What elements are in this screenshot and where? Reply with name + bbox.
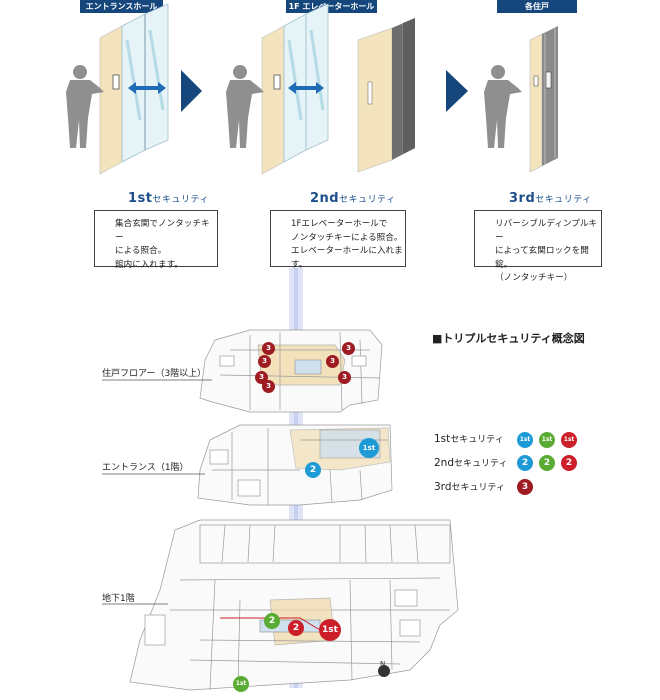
description-2nd-security: 1Fエレベーターホールで ノンタッチキーによる照合。 エレベーターホールに入れま… [270, 210, 406, 270]
security-badge-2nd-blue: 2 [305, 462, 321, 478]
security-badge-3rd: 3 [326, 355, 339, 368]
double-arrow-icon [128, 82, 166, 94]
legend-badge-2nd-red: 2 [561, 455, 577, 471]
card-reader-panel [112, 74, 120, 90]
person-silhouette-1 [66, 65, 104, 148]
floor-label-residential: 住戸フロアー（3階以上） [102, 369, 207, 379]
security-title-2nd: 2ndセキュリティ [310, 191, 396, 206]
person-silhouette-3 [484, 65, 522, 148]
security-title-1st: 1stセキュリティ [128, 191, 209, 206]
svg-text:N: N [380, 660, 385, 668]
security-badge-3rd: 3 [258, 355, 271, 368]
security-badge-1st-blue: 1st [359, 438, 379, 458]
security-badge-3rd: 3 [338, 371, 351, 384]
description-3rd-security: リバーシブルディンプルキー によって玄関ロックを開錠。 （ノンタッチキー） [474, 210, 602, 283]
security-badge-3rd: 3 [262, 342, 275, 355]
floor-stack-diagram: N [102, 268, 459, 691]
stage-3-illustration [484, 26, 558, 173]
legend-badge-1st-red: 1st [561, 432, 577, 448]
legend-badge-2nd-green: 2 [539, 455, 555, 471]
elevator-hall-wall [357, 27, 393, 173]
security-stages-illustration [66, 3, 558, 175]
security-badge-1st-green: 1st [233, 676, 249, 692]
double-arrow-icon [288, 82, 324, 94]
floor-label-basement: 地下1階 [102, 594, 135, 604]
legend-badge-3rd: 3 [517, 479, 533, 495]
basement-security-path [220, 617, 321, 631]
stage-header-entrance-hall: エントランスホール [80, 0, 163, 13]
legend-badge-2nd-blue: 2 [517, 455, 533, 471]
entrance-wall [99, 25, 123, 175]
stage-header-elevator-hall: 1F エレベーターホール [286, 0, 377, 13]
description-1st-security: 集合玄関でノンタッチキー による照合。 館内に入れます。 [94, 210, 218, 270]
stage-header-unit: 各住戸 [497, 0, 577, 13]
legend-row-1st: 1stセキュリティ [434, 433, 504, 445]
elevator-door [403, 18, 415, 154]
security-badge-3rd: 3 [342, 342, 355, 355]
legend-badge-1st-green: 1st [539, 432, 555, 448]
stage-1-illustration [66, 3, 169, 175]
unit-door [542, 26, 558, 166]
next-stage-arrow-icon [181, 70, 202, 112]
residential-floor-plan [199, 329, 383, 413]
security-badge-1st-red: 1st [319, 619, 341, 641]
entrance-floor-plan [197, 424, 393, 506]
stage-2-illustration [226, 3, 415, 175]
security-title-3rd: 3rdセキュリティ [509, 191, 592, 206]
legend-row-2nd: 2ndセキュリティ [434, 457, 508, 469]
basement-floor-plan [129, 519, 459, 691]
unit-wall [529, 33, 543, 173]
security-badge-3rd: 3 [262, 380, 275, 393]
floor-label-entrance: エントランス（1階） [102, 463, 189, 473]
diagram-title: ■トリプルセキュリティ概念図 [432, 332, 585, 345]
person-silhouette-2 [226, 65, 264, 148]
security-badge-2nd-green: 2 [264, 613, 280, 629]
legend-badge-1st-blue: 1st [517, 432, 533, 448]
door-lock [545, 71, 552, 89]
elevator-wall [261, 25, 285, 175]
card-reader-panel [273, 74, 281, 90]
security-badge-2nd-red: 2 [288, 620, 304, 636]
next-stage-arrow-icon [446, 70, 468, 112]
north-arrow-icon: N [378, 660, 390, 677]
legend-row-3rd: 3rdセキュリティ [434, 481, 505, 493]
